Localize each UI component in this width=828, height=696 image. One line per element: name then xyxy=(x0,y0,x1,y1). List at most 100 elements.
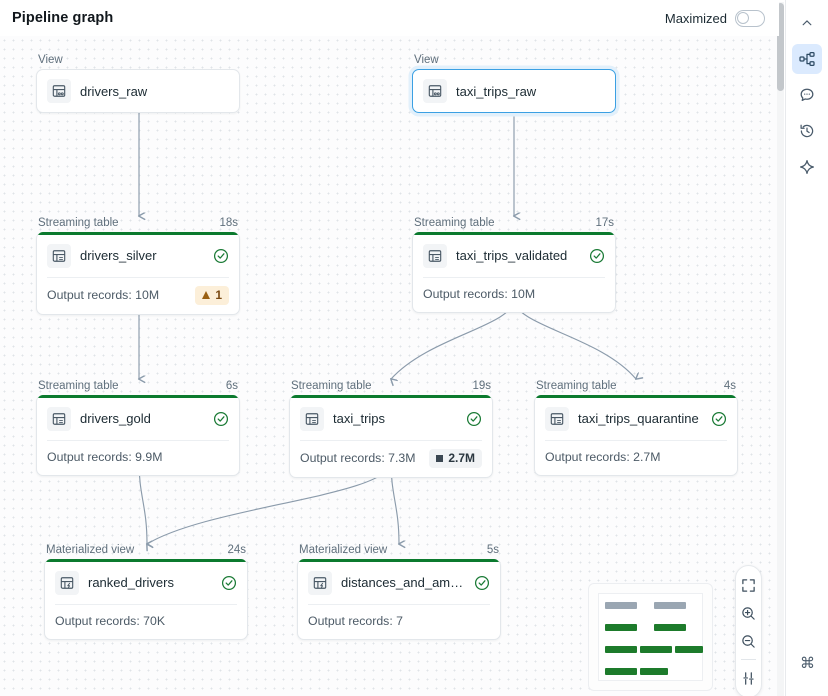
divider xyxy=(55,603,237,605)
streaming-table-icon xyxy=(47,406,71,431)
status-success-icon xyxy=(213,248,229,264)
divider xyxy=(300,439,482,441)
divider xyxy=(741,659,756,660)
minimap[interactable] xyxy=(588,583,713,691)
node-card[interactable]: ranked_drivers Output records: 70K xyxy=(44,559,248,640)
output-records-label: Output records: 7.3M xyxy=(300,451,416,465)
node-duration: 24s xyxy=(227,544,246,556)
assistant-button[interactable] xyxy=(792,152,822,182)
node-type-label: Materialized view xyxy=(46,544,135,556)
output-records-label: Output records: 70K xyxy=(55,614,166,628)
node-name: drivers_gold xyxy=(80,411,151,426)
view-table-icon xyxy=(423,79,447,103)
node-name: taxi_trips_validated xyxy=(456,248,568,263)
zoom-in-button[interactable] xyxy=(736,600,761,626)
node-duration: 6s xyxy=(225,380,238,392)
minimap-node xyxy=(675,646,703,653)
node-card[interactable]: taxi_trips_validated Output records: 10M xyxy=(412,232,616,313)
divider xyxy=(545,439,727,441)
minimap-node xyxy=(605,668,637,675)
right-sidebar: ⌘ xyxy=(785,0,828,696)
node-card[interactable]: drivers_raw xyxy=(36,69,240,113)
history-button[interactable] xyxy=(792,116,822,146)
streaming-table-icon xyxy=(423,243,447,268)
status-success-icon xyxy=(466,411,482,427)
minimap-viewport[interactable] xyxy=(598,593,703,681)
node-name: drivers_silver xyxy=(80,248,157,263)
record-count-badge[interactable]: 2.7M xyxy=(429,448,482,468)
maximized-label: Maximized xyxy=(664,10,727,26)
warning-count: 1 xyxy=(215,287,222,302)
status-success-icon xyxy=(221,575,237,591)
graph-node-taxi-trips[interactable]: Streaming table 19s taxi_trips xyxy=(289,380,493,478)
view-table-icon xyxy=(47,79,71,103)
node-card[interactable]: taxi_trips Output records: 7.3M 2.7M xyxy=(289,395,493,478)
record-count-value: 2.7M xyxy=(448,450,475,465)
graph-node-taxi-trips-validated[interactable]: Streaming table 17s taxi_trips_validated xyxy=(412,217,616,313)
graph-node-taxi-trips-quarantine[interactable]: Streaming table 4s taxi_trips_quarantine xyxy=(534,380,738,476)
settings-button[interactable] xyxy=(736,665,761,691)
node-meta: Streaming table 4s xyxy=(534,380,738,395)
graph-node-distances-and-amounts[interactable]: Materialized view 5s distances_and_amoun… xyxy=(297,544,501,640)
node-card[interactable]: distances_and_amounts_b… Output records:… xyxy=(297,559,501,640)
rail-footer: ⌘ xyxy=(786,648,828,684)
minimap-node xyxy=(605,624,637,631)
node-card[interactable]: drivers_silver Output records: 10M 1 xyxy=(36,232,240,315)
comments-button[interactable] xyxy=(792,80,822,110)
maximized-toggle[interactable] xyxy=(735,9,765,27)
node-duration: 19s xyxy=(472,380,491,392)
graph-node-drivers-silver[interactable]: Streaming table 18s drivers_silver xyxy=(36,217,240,315)
node-card[interactable]: taxi_trips_raw xyxy=(412,69,616,113)
node-type-label: Streaming table xyxy=(291,380,372,392)
node-header: taxi_trips xyxy=(290,398,492,440)
node-header: taxi_trips_raw xyxy=(413,70,615,112)
status-success-icon xyxy=(589,248,605,264)
streaming-table-icon xyxy=(545,406,569,431)
node-meta: View xyxy=(412,54,616,69)
streaming-table-icon xyxy=(300,406,324,431)
node-meta: Materialized view 5s xyxy=(297,544,501,559)
node-type-label: Materialized view xyxy=(299,544,388,556)
node-meta: Streaming table 19s xyxy=(289,380,493,395)
node-type-label: Streaming table xyxy=(38,380,119,392)
collapse-panel-button[interactable] xyxy=(792,8,822,38)
node-card[interactable]: drivers_gold Output records: 9.9M xyxy=(36,395,240,476)
zoom-out-button[interactable] xyxy=(736,628,761,654)
materialized-view-icon xyxy=(55,570,79,595)
node-header: ranked_drivers xyxy=(45,562,247,604)
graph-node-ranked-drivers[interactable]: Materialized view 24s ranked_drivers xyxy=(44,544,248,640)
node-type-label: View xyxy=(38,54,63,66)
warning-badge[interactable]: 1 xyxy=(195,285,229,305)
node-footer: Output records: 70K xyxy=(45,605,247,639)
pipeline-graph-canvas[interactable]: View drivers_raw xyxy=(0,36,779,696)
divider xyxy=(47,276,229,278)
node-name: taxi_trips_raw xyxy=(456,83,537,99)
output-records-label: Output records: 10M xyxy=(423,287,536,301)
node-meta: Streaming table 18s xyxy=(36,217,240,232)
node-name: taxi_trips_quarantine xyxy=(578,411,699,426)
node-duration: 4s xyxy=(723,380,736,392)
scrollbar-thumb[interactable] xyxy=(777,3,784,91)
node-card[interactable]: taxi_trips_quarantine Output records: 2.… xyxy=(534,395,738,476)
fit-view-button[interactable] xyxy=(736,572,761,598)
divider xyxy=(308,603,490,605)
graph-node-drivers-raw[interactable]: View drivers_raw xyxy=(36,54,240,113)
pipeline-graph-button[interactable] xyxy=(792,44,822,74)
node-footer: Output records: 2.7M xyxy=(535,441,737,475)
panel-header: Pipeline graph Maximized xyxy=(0,0,779,36)
node-type-label: View xyxy=(414,54,439,66)
graph-controls[interactable] xyxy=(735,565,762,696)
graph-node-taxi-trips-raw[interactable]: View taxi_trips_raw xyxy=(412,54,616,113)
vertical-scrollbar[interactable] xyxy=(777,2,784,696)
minimap-node xyxy=(605,602,637,609)
node-duration: 18s xyxy=(219,217,238,229)
node-name: taxi_trips xyxy=(333,411,386,426)
node-footer: Output records: 10M xyxy=(413,278,615,312)
output-records-label: Output records: 10M xyxy=(47,288,160,302)
minimap-node xyxy=(640,668,668,675)
graph-node-drivers-gold[interactable]: Streaming table 6s drivers_gold xyxy=(36,380,240,476)
command-shortcut-button[interactable]: ⌘ xyxy=(793,648,823,678)
node-name: ranked_drivers xyxy=(88,575,174,590)
warning-triangle-icon xyxy=(202,291,211,299)
node-name: drivers_raw xyxy=(80,83,148,99)
